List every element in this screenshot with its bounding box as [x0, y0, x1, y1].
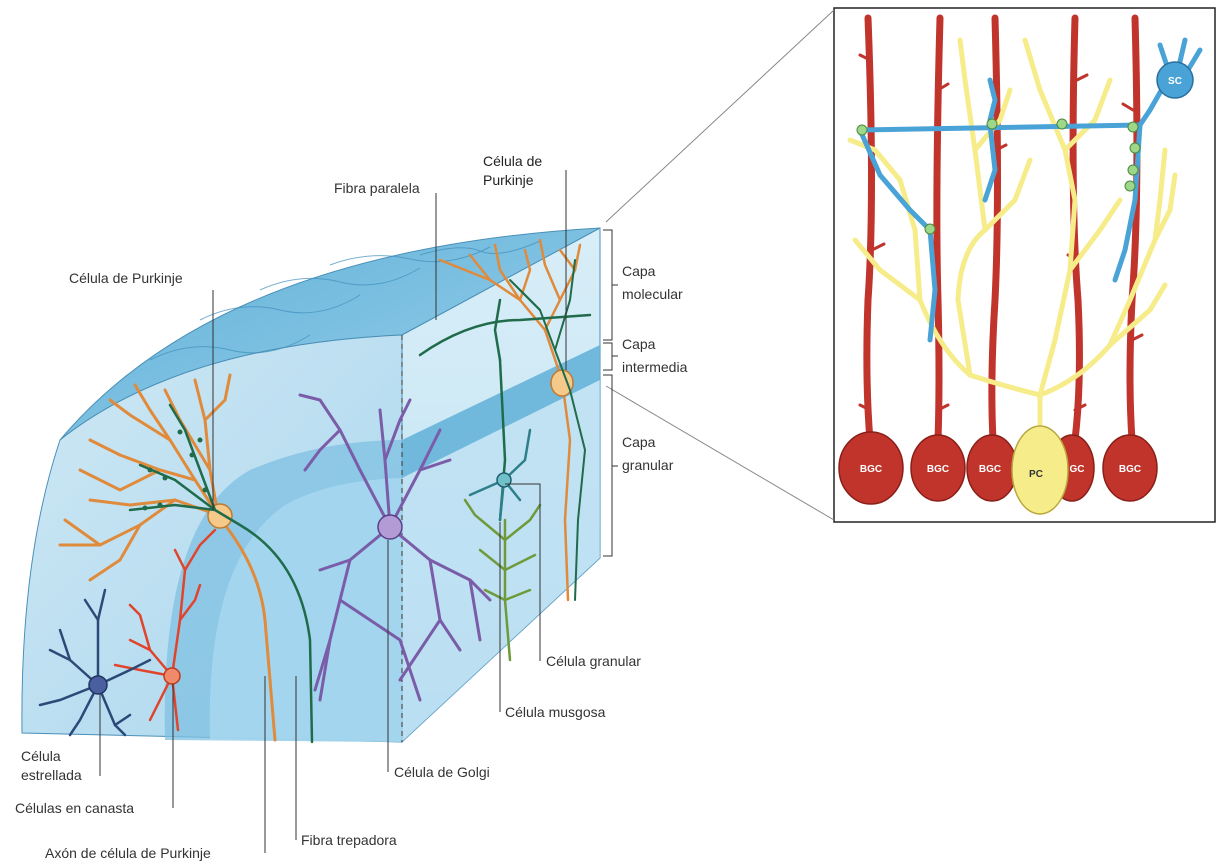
label-purkinje-right-2: Purkinje — [483, 172, 534, 188]
label-celula-golgi: Célula de Golgi — [394, 764, 490, 780]
label-capa-granular-2: granular — [622, 457, 674, 473]
inset-gc-label: GC — [1070, 464, 1085, 475]
label-capa-granular-1: Capa — [622, 434, 656, 450]
label-capa-molecular-2: molecular — [622, 286, 683, 302]
label-capa-intermedia-1: Capa — [622, 336, 656, 352]
inset-sc-label: SC — [1168, 76, 1182, 87]
inset-bgc-2-label: BGC — [927, 464, 949, 475]
golgi-cell-soma — [378, 515, 402, 539]
label-fibra-paralela: Fibra paralela — [334, 180, 420, 196]
stellate-cell-soma — [89, 676, 107, 694]
label-fibra-trepadora: Fibra trepadora — [301, 832, 397, 848]
label-axon-purkinje: Axón de célula de Purkinje — [45, 845, 211, 861]
inset-bgc-4-label: BGC — [1119, 464, 1141, 475]
label-purkinje-right-1: Célula de — [483, 153, 542, 169]
inset-panel: SC BGC BGC BGC PC GC BGC — [606, 8, 1215, 522]
label-capa-intermedia-2: intermedia — [622, 359, 688, 375]
label-purkinje-top: Célula de Purkinje — [69, 270, 183, 286]
label-capa-molecular-1: Capa — [622, 263, 656, 279]
inset-bgc-1-label: BGC — [860, 464, 882, 475]
label-estrellada-2: estrellada — [21, 767, 82, 783]
layer-brackets — [603, 230, 618, 556]
inset-pc-label: PC — [1029, 469, 1043, 480]
label-celula-granular: Célula granular — [546, 653, 641, 669]
label-celula-musgosa: Célula musgosa — [505, 704, 606, 720]
label-estrellada-1: Célula — [21, 748, 61, 764]
basket-cell-soma — [164, 668, 180, 684]
label-canasta: Células en canasta — [15, 800, 134, 816]
inset-bgc-3-label: BGC — [979, 464, 1001, 475]
granule-cell-soma — [497, 473, 511, 487]
